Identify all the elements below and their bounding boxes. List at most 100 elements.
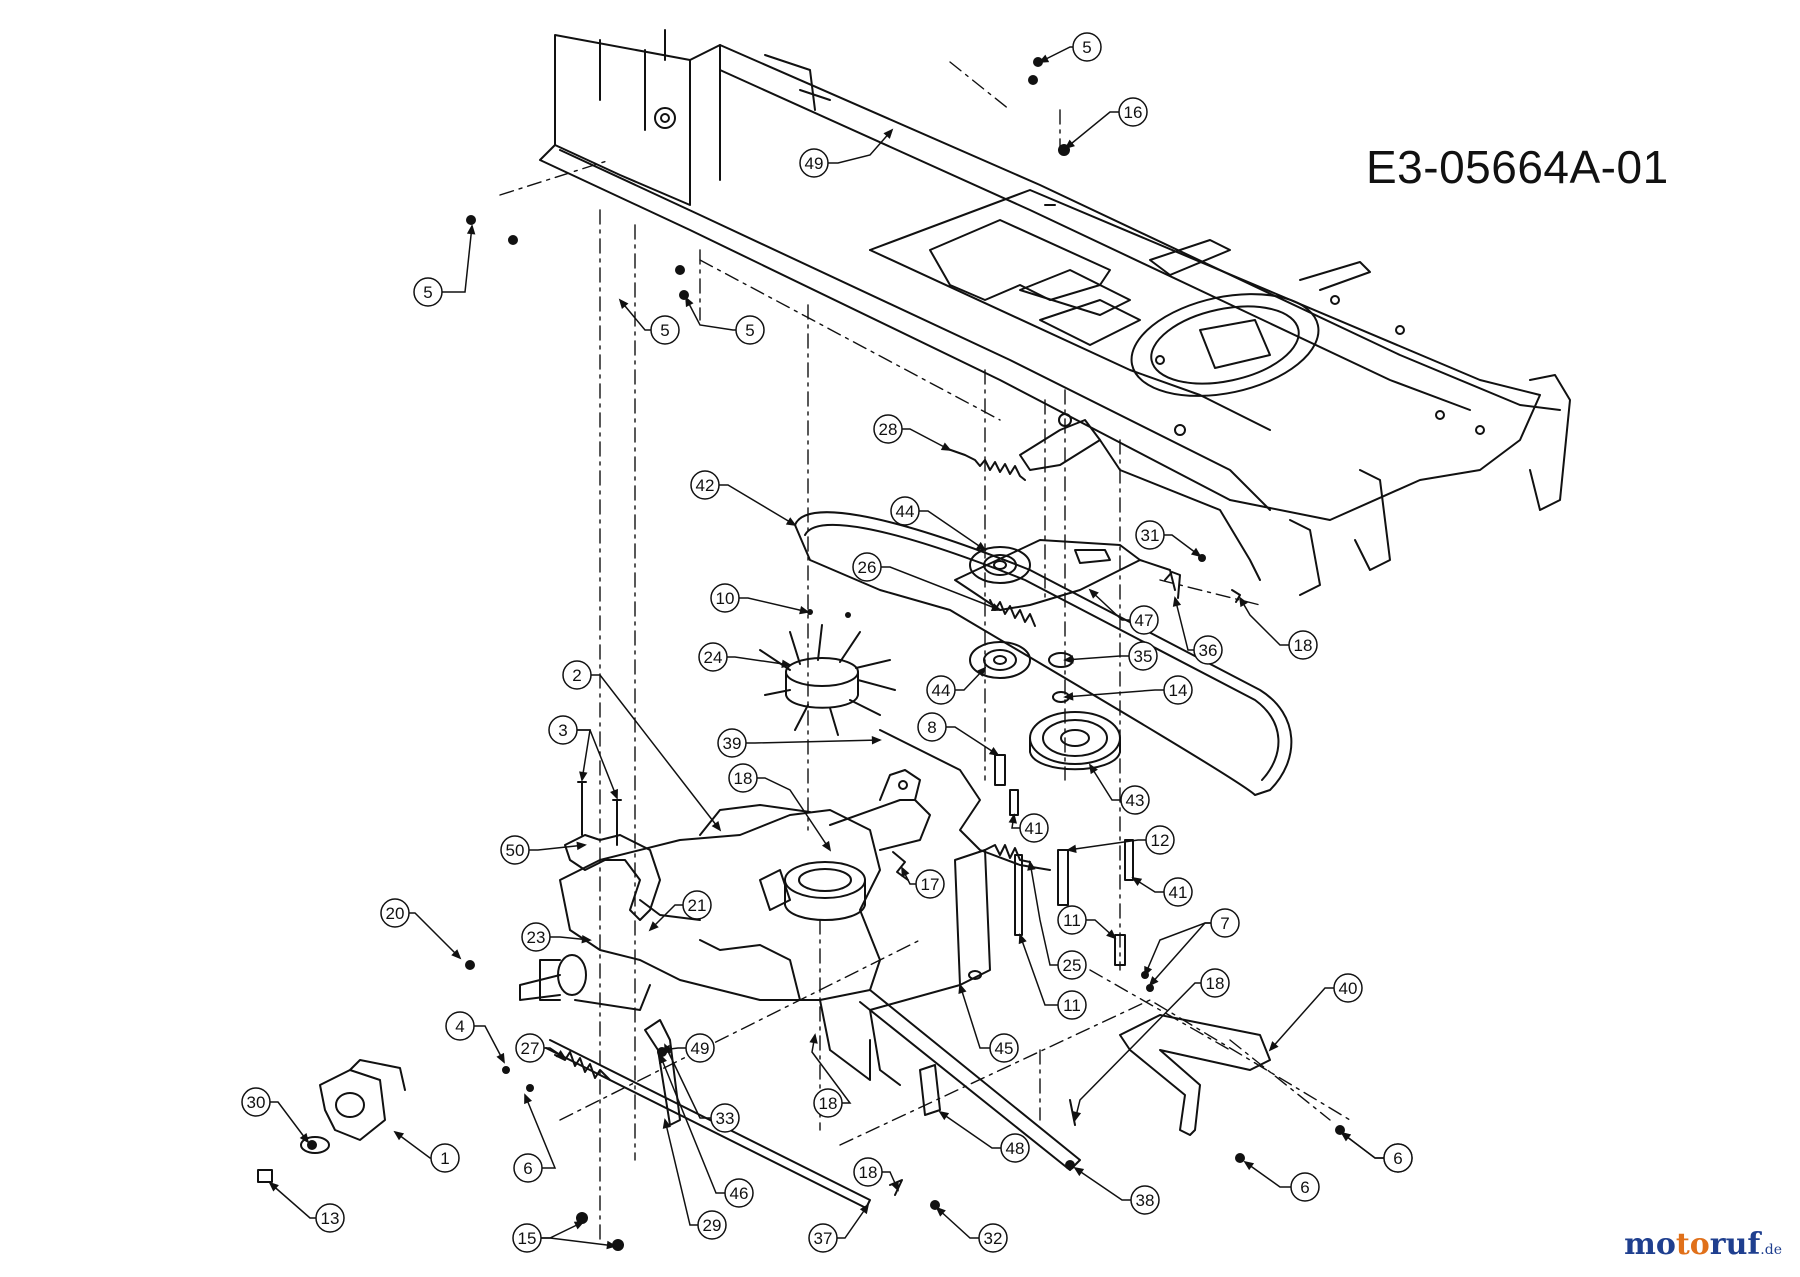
callout-number: 5 xyxy=(423,283,432,302)
callout-arrowhead xyxy=(576,841,587,851)
callout-circle xyxy=(853,1157,883,1187)
callout-arrowhead xyxy=(1066,844,1077,854)
callout-arrowhead xyxy=(1131,876,1143,886)
callout-number: 43 xyxy=(1126,791,1145,810)
pulley-43 xyxy=(1029,711,1121,771)
fan-24 xyxy=(759,624,896,736)
callout-arrowhead xyxy=(1027,860,1036,871)
callout-circle xyxy=(1383,1143,1413,1173)
callout-arrowhead xyxy=(809,1033,818,1044)
callout-number: 18 xyxy=(819,1094,838,1113)
callout-number: 6 xyxy=(1393,1149,1402,1168)
callout-number: 42 xyxy=(696,476,715,495)
callout-circle xyxy=(735,315,765,345)
callout-circle xyxy=(512,1223,542,1253)
callout-arrowhead xyxy=(524,1093,533,1105)
callout-circle xyxy=(1000,1133,1030,1163)
watermark-part3: ruf xyxy=(1709,1227,1761,1262)
callout-arrowhead xyxy=(1172,596,1182,607)
callout-number: 6 xyxy=(1300,1178,1309,1197)
callout-circle xyxy=(1210,908,1240,938)
callout-number: 50 xyxy=(506,841,525,860)
callout-circle xyxy=(315,1203,345,1233)
callout-leader xyxy=(1074,982,1215,1121)
cable-39 xyxy=(879,729,1051,871)
callout-leader xyxy=(664,1119,712,1226)
alignment-lines xyxy=(499,61,1351,1241)
callout-circle xyxy=(1135,520,1165,550)
callout-circle xyxy=(917,712,947,742)
callout-number: 5 xyxy=(745,321,754,340)
clip-48 xyxy=(919,1064,941,1116)
callout-circle xyxy=(548,715,578,745)
callout-circle xyxy=(1193,635,1223,665)
watermark-part1: mo xyxy=(1624,1227,1676,1262)
callout-number: 30 xyxy=(247,1093,266,1112)
callout-circle xyxy=(690,470,720,500)
pin-8 xyxy=(994,754,1006,786)
clip-18b xyxy=(1231,589,1241,603)
spring-25 xyxy=(984,844,1031,863)
lever-40 xyxy=(1119,1014,1271,1136)
callout-number: 11 xyxy=(1063,911,1081,930)
pin-12 xyxy=(1057,849,1069,906)
callout-number: 8 xyxy=(927,718,936,737)
callout-leader xyxy=(732,739,881,744)
transaxle xyxy=(519,769,931,1011)
callout-arrowhead xyxy=(393,1130,405,1141)
callout-number: 49 xyxy=(691,1039,710,1058)
callout-arrowhead xyxy=(901,866,910,878)
callout-circle xyxy=(1163,675,1193,705)
callout-circle xyxy=(1163,877,1193,907)
callout-number: 21 xyxy=(688,896,707,915)
callout-number: 27 xyxy=(521,1039,540,1058)
callout-arrowhead xyxy=(938,1110,950,1121)
watermark-suffix: .de xyxy=(1760,1242,1782,1258)
callout-circle xyxy=(685,1033,715,1063)
callout-number: 31 xyxy=(1141,526,1160,545)
callout-circle xyxy=(697,1210,727,1240)
hub-1 xyxy=(300,1059,406,1154)
callout-number: 18 xyxy=(1294,636,1313,655)
callout-circle xyxy=(873,414,903,444)
callout-circle xyxy=(1128,641,1158,671)
bracket-50 xyxy=(564,834,661,921)
callout-number: 25 xyxy=(1063,956,1082,975)
callout-number: 41 xyxy=(1169,883,1188,902)
callout-arrowhead xyxy=(1063,692,1074,701)
callout-arrowhead xyxy=(1148,976,1159,987)
callout-number: 41 xyxy=(1025,819,1044,838)
tractor-frame xyxy=(539,29,1571,596)
callout-number: 28 xyxy=(879,420,898,439)
callout-arrowhead xyxy=(935,1206,946,1217)
callout-number: 18 xyxy=(1206,974,1225,993)
callout-number: 14 xyxy=(1169,681,1188,700)
drawing-code: E3-05664A-01 xyxy=(1366,141,1669,193)
callout-number: 16 xyxy=(1124,103,1143,122)
clip-18 xyxy=(889,1099,1076,1196)
idler-bracket xyxy=(954,539,1176,703)
callout-circle xyxy=(915,869,945,899)
callout-arrowhead xyxy=(1064,139,1075,150)
pin-11 xyxy=(1014,854,1126,966)
callout-number: 37 xyxy=(814,1229,833,1248)
callout-circle xyxy=(1333,973,1363,1003)
callout-number: 49 xyxy=(805,154,824,173)
callout-arrowhead xyxy=(606,1240,617,1250)
callout-circle xyxy=(728,763,758,793)
callout-circle xyxy=(717,728,747,758)
callout-circle xyxy=(813,1088,843,1118)
callout-circle xyxy=(1057,950,1087,980)
callout-number: 36 xyxy=(1199,641,1218,660)
callout-arrowhead xyxy=(610,788,618,800)
callout-arrowhead xyxy=(940,442,952,451)
callout-number: 11 xyxy=(1063,996,1081,1015)
callout-arrowhead xyxy=(1268,1041,1279,1052)
callout-number: 18 xyxy=(859,1163,878,1182)
callout-number: 32 xyxy=(984,1229,1003,1248)
callout-number: 4 xyxy=(455,1017,464,1036)
link-46 xyxy=(644,1019,681,1126)
callout-arrowhead xyxy=(1072,1111,1082,1122)
callout-leader xyxy=(743,777,831,851)
